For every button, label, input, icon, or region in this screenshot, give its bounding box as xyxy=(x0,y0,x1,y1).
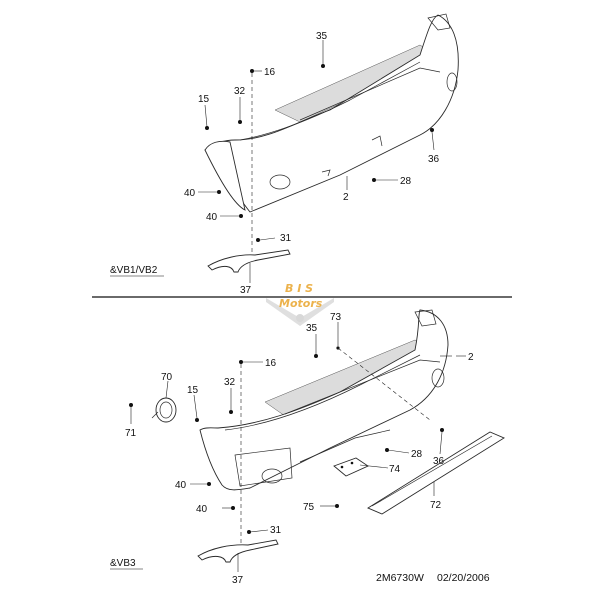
top-bumper-fascia xyxy=(204,14,459,213)
callout-16: 16 xyxy=(265,358,277,369)
callout-28: 28 xyxy=(411,449,423,460)
callout-15: 15 xyxy=(187,385,199,396)
callout-32: 32 xyxy=(224,377,236,388)
callout-35: 35 xyxy=(306,323,318,334)
callout-36: 36 xyxy=(428,154,440,165)
callout-31: 31 xyxy=(280,233,292,244)
callout-74: 74 xyxy=(389,464,401,475)
svg-text:Motors: Motors xyxy=(279,297,323,310)
callout-15: 15 xyxy=(198,94,210,105)
callout-75: 75 xyxy=(303,502,315,513)
variant-label-bottom: &VB3 xyxy=(110,558,136,569)
bottom-assembly xyxy=(129,309,505,572)
callout-71: 71 xyxy=(125,428,137,439)
callout-16: 16 xyxy=(264,67,276,78)
callout-32: 32 xyxy=(234,86,246,97)
callout-37: 37 xyxy=(240,285,252,296)
callout-2: 2 xyxy=(343,192,349,203)
drawing-code: 2M6730W xyxy=(376,572,424,584)
bottom-bumper-fascia xyxy=(199,309,449,491)
callout-70: 70 xyxy=(161,372,173,383)
plate-bracket xyxy=(333,457,369,477)
callout-35: 35 xyxy=(316,31,328,42)
callout-40: 40 xyxy=(184,188,196,199)
callout-36: 36 xyxy=(433,456,445,467)
skid-plate xyxy=(367,431,505,515)
variant-label-top: &VB1/VB2 xyxy=(110,265,158,276)
callout-72: 72 xyxy=(430,500,442,511)
callout-40: 40 xyxy=(196,504,208,515)
callout-2: 2 xyxy=(468,352,474,363)
callout-73: 73 xyxy=(330,312,342,323)
callout-31: 31 xyxy=(270,525,282,536)
tow-hook-cover xyxy=(155,397,177,423)
callout-37: 37 xyxy=(232,575,244,586)
callout-40: 40 xyxy=(206,212,218,223)
callout-28: 28 xyxy=(400,176,412,187)
drawing-date: 02/20/2006 xyxy=(437,572,490,584)
watermark-logo: B I S Motors xyxy=(266,282,334,326)
callout-40: 40 xyxy=(175,480,187,491)
top-assembly xyxy=(198,13,459,283)
svg-text:B I S: B I S xyxy=(285,282,313,295)
